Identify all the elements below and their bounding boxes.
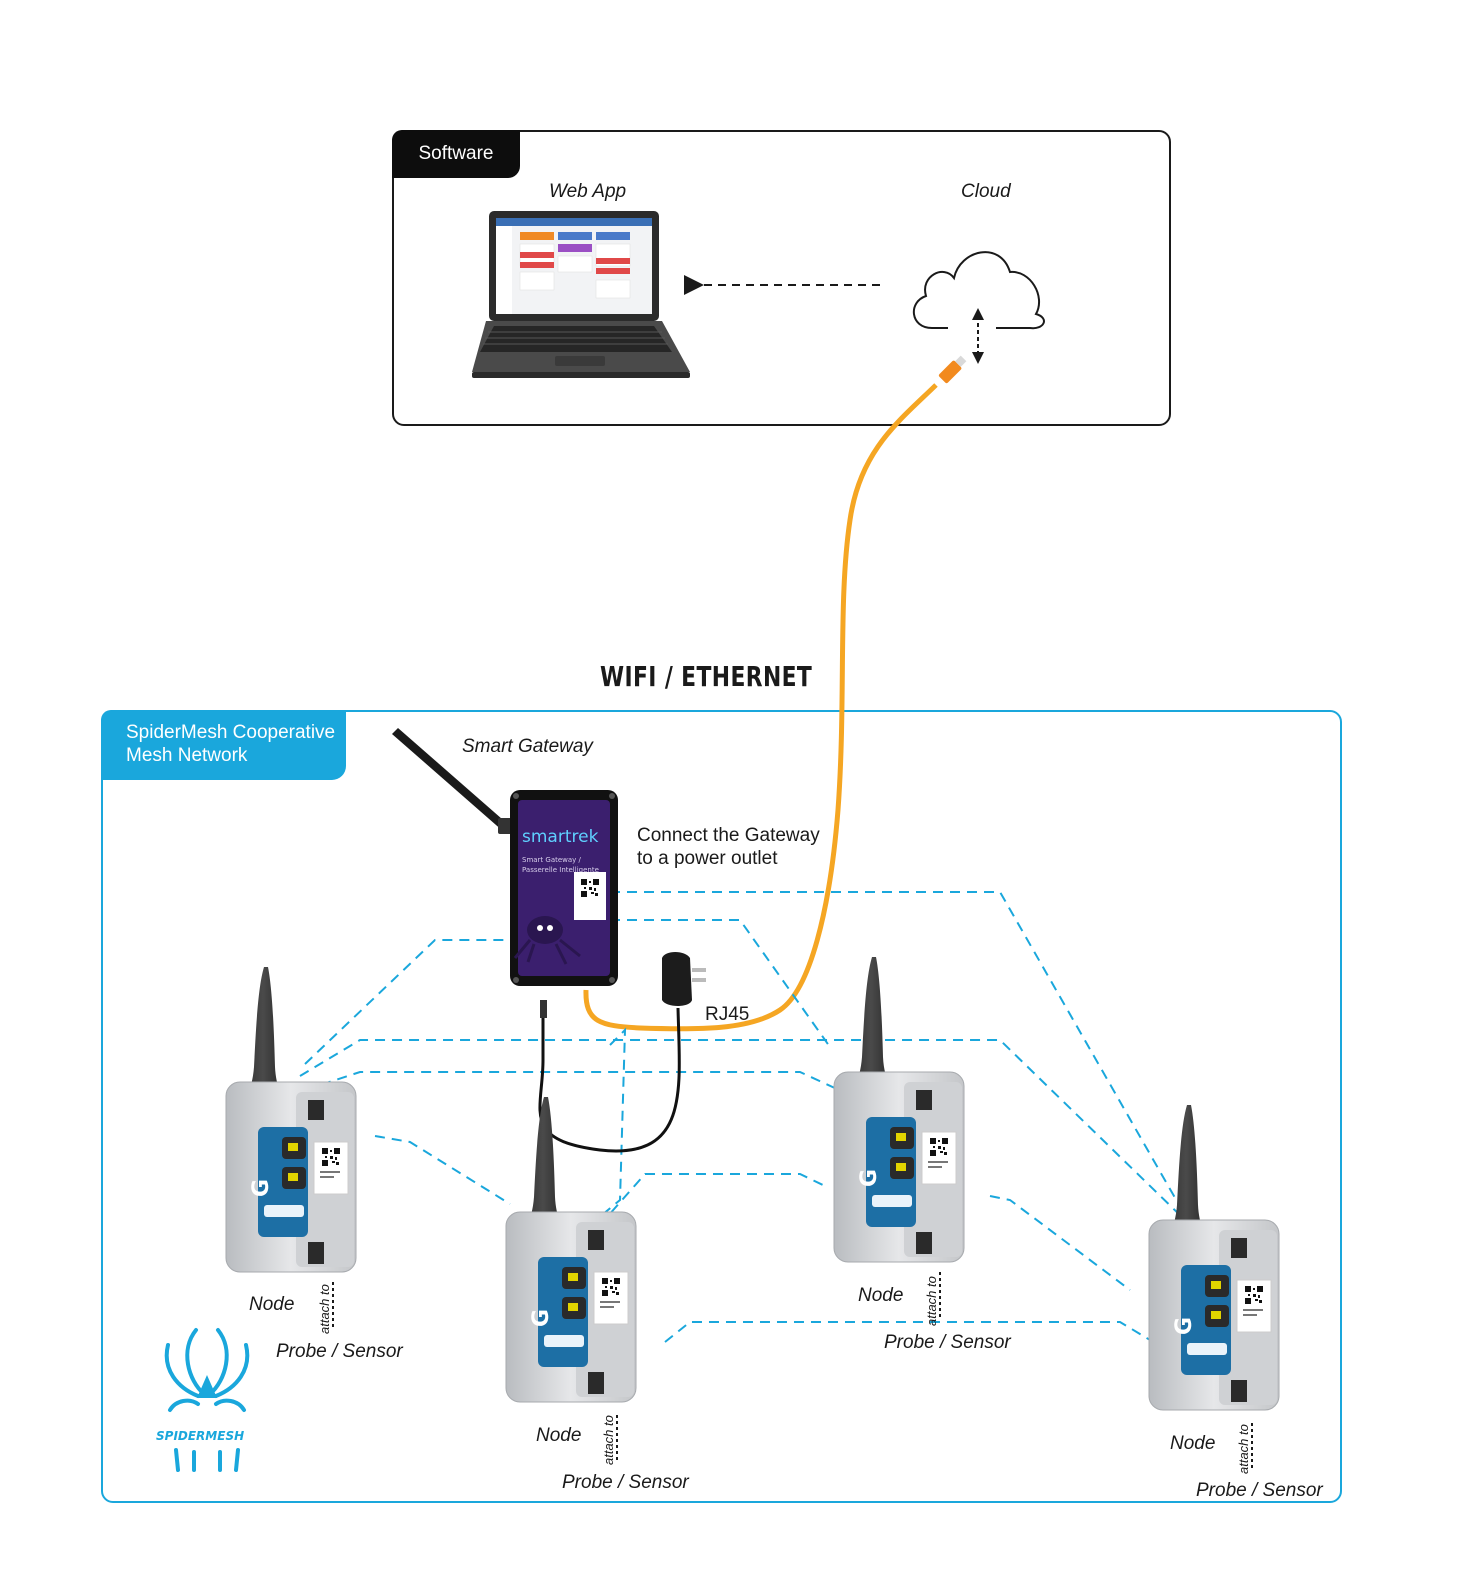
power-cable bbox=[538, 1007, 681, 1153]
node-4-attach-label: attach to bbox=[1236, 1424, 1251, 1474]
node-3-device bbox=[834, 957, 964, 1262]
power-adapter-icon bbox=[662, 952, 706, 1006]
ethernet-plug-icon bbox=[938, 355, 967, 384]
node-2-probe-label: Probe / Sensor bbox=[562, 1472, 689, 1493]
node-4-label: Node bbox=[1170, 1433, 1216, 1454]
gateway-antenna-icon bbox=[392, 728, 510, 832]
smart-gateway-device: smartrek Smart Gateway / Passerelle Inte… bbox=[392, 728, 618, 986]
svg-text:Smart Gateway /: Smart Gateway / bbox=[522, 856, 582, 864]
node-1-device bbox=[226, 967, 356, 1272]
spider-mascot-icon bbox=[527, 916, 563, 944]
power-instruction-line2: to a power outlet bbox=[637, 848, 778, 869]
spidermesh-logo-text: SPIDERMESH bbox=[156, 1429, 244, 1443]
smart-gateway-label: Smart Gateway bbox=[462, 736, 593, 757]
node-1-label: Node bbox=[249, 1294, 295, 1315]
laptop-icon bbox=[472, 211, 690, 378]
svg-text:smartrek: smartrek bbox=[522, 827, 599, 847]
node-3-attach-label: attach to bbox=[924, 1276, 939, 1326]
cloud-icon bbox=[912, 251, 1045, 330]
spidermesh-logo bbox=[164, 1328, 250, 1472]
wifi-ethernet-title: WIFI / ETHERNET bbox=[600, 660, 813, 693]
software-tab-label: Software bbox=[418, 143, 494, 164]
node-1-attach-label: attach to bbox=[317, 1284, 332, 1334]
ethernet-cable bbox=[583, 355, 967, 1032]
mesh-label-line1: SpiderMesh Cooperative bbox=[126, 722, 336, 743]
cloud-label: Cloud bbox=[961, 181, 1011, 202]
mesh-links bbox=[299, 891, 1186, 1343]
node-3-probe-label: Probe / Sensor bbox=[884, 1332, 1011, 1353]
mesh-label-line2: Mesh Network bbox=[126, 745, 248, 766]
node-2-label: Node bbox=[536, 1425, 582, 1446]
web-app-label: Web App bbox=[549, 181, 627, 202]
node-2-attach-label: attach to bbox=[601, 1415, 616, 1465]
cloud-updown-arrow bbox=[972, 308, 984, 364]
mesh-network-tab: SpiderMesh Cooperative Mesh Network bbox=[101, 710, 346, 780]
node-3-label: Node bbox=[858, 1285, 904, 1306]
node-4-probe-label: Probe / Sensor bbox=[1196, 1480, 1323, 1501]
svg-text:Passerelle Intelligente: Passerelle Intelligente bbox=[522, 866, 599, 874]
software-panel bbox=[392, 130, 1171, 426]
node-4-device bbox=[1149, 1105, 1279, 1410]
power-instruction-line1: Connect the Gateway bbox=[637, 825, 820, 846]
rj45-label: RJ45 bbox=[705, 1004, 750, 1025]
node-1-probe-label: Probe / Sensor bbox=[276, 1341, 403, 1362]
mesh-network-panel bbox=[101, 710, 1342, 1503]
software-tab: Software bbox=[392, 130, 520, 178]
